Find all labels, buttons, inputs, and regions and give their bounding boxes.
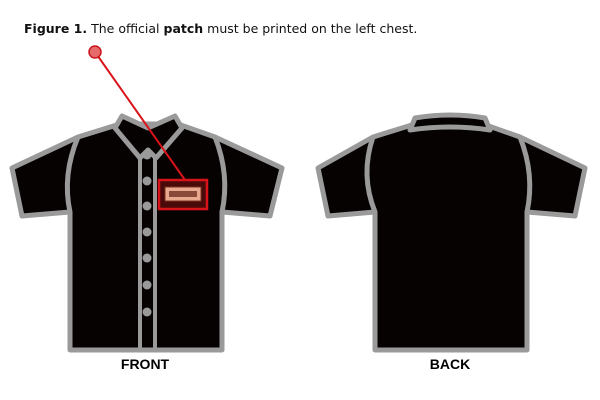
caption-emphasis: patch [163, 21, 204, 36]
patch [157, 178, 209, 211]
back-label: BACK [429, 356, 471, 372]
back-shirt [315, 112, 588, 353]
figure-number: Figure 1. [24, 21, 88, 36]
caption-text-2: must be printed on the left chest. [203, 21, 418, 36]
figure-caption: Figure 1. The official patch must be pri… [24, 21, 417, 36]
callout-marker [88, 45, 102, 59]
back-collar [407, 112, 493, 133]
caption-text: The official [87, 21, 164, 36]
front-collar [112, 113, 185, 161]
callout-line [94, 51, 186, 181]
front-shirt [9, 45, 285, 353]
front-label: FRONT [120, 356, 170, 372]
buttons [142, 150, 152, 317]
